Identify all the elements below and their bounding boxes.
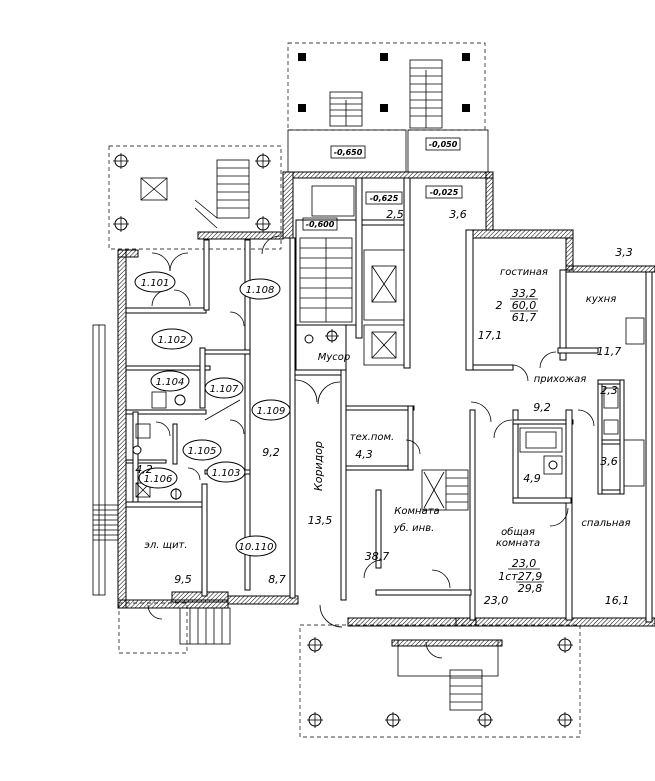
hallway-label: прихожая — [534, 374, 587, 385]
top-pillars — [298, 53, 470, 112]
door-swings — [147, 235, 595, 659]
area-8-7: 8,7 — [268, 573, 286, 586]
level-mark-4: -0,025 — [430, 188, 459, 197]
room-tag-1101 — [134, 271, 176, 293]
top-entrance-platform — [287, 42, 486, 131]
bottom-porch-stairs — [179, 607, 499, 711]
room-tag-1105 — [182, 439, 222, 461]
top-steps-left — [329, 91, 363, 127]
apt1-living-area: 23,0 — [512, 557, 537, 570]
interior-walls-left — [125, 237, 296, 599]
area-38-7: 38,7 — [365, 550, 390, 563]
tech-room-label: тех.пом. — [350, 432, 394, 443]
area-4-2: 4,2 — [135, 463, 153, 476]
area-2-5: 2,5 — [386, 208, 404, 221]
top-steps-right — [409, 59, 443, 129]
level-mark-2: -0,050 — [429, 140, 458, 149]
level-mark-1: -0,650 — [334, 148, 363, 157]
area-23-0: 23,0 — [484, 594, 509, 607]
left-entrance-stair — [140, 159, 250, 229]
left-balcony — [92, 324, 118, 596]
room-1109-label: 1.109 — [257, 406, 286, 417]
area-16-1: 16,1 — [605, 594, 630, 607]
apt2-rooms: 2 — [496, 299, 503, 312]
left-entrance-platform — [108, 145, 282, 250]
diagonal-partition — [204, 399, 241, 421]
room-1106-label: 1.106 — [144, 474, 173, 485]
room-tag-1109 — [251, 399, 291, 421]
garbage-room — [295, 324, 347, 371]
area-11-7: 11,7 — [597, 345, 622, 358]
room-label-line1: Комната — [394, 506, 439, 517]
room-tag-1107 — [204, 377, 244, 399]
garbage-label: Мусор — [318, 352, 351, 363]
room-1104-label: 1.104 — [156, 377, 185, 388]
common-room-line2: комната — [496, 538, 540, 549]
area-2-3: 2,3 — [600, 384, 618, 397]
room-tag-1104 — [150, 370, 190, 392]
room-1108-label: 1.108 — [246, 285, 275, 296]
level-mark-3: -0,625 — [370, 194, 399, 203]
room-label-line2: уб. инв. — [393, 522, 435, 534]
room-tag-1103 — [206, 461, 246, 483]
area-3-6-top: 3,6 — [449, 208, 467, 221]
area-3-6-bath: 3,6 — [600, 455, 618, 468]
right-apartment-walls — [472, 269, 653, 623]
inner-stair — [421, 469, 469, 511]
area-9-2-left: 9,2 — [262, 446, 280, 459]
kitchen-label: кухня — [586, 294, 616, 305]
room-tag-1106 — [138, 467, 178, 489]
corridor-label: Коридор — [312, 441, 325, 491]
axis-markers-left — [113, 153, 271, 232]
apt1-full-area: 29,8 — [518, 582, 543, 595]
room-1105-label: 1.105 — [188, 446, 217, 457]
apt2-living-area: 33,2 — [512, 287, 537, 300]
room-tag-1108 — [239, 278, 281, 300]
room-1107-label: 1.107 — [210, 384, 239, 395]
top-vestibule-right — [407, 129, 489, 173]
area-9-5: 9,5 — [174, 573, 192, 586]
level-mark-5: -0,600 — [306, 220, 335, 229]
room-10110-label: 10.110 — [239, 542, 274, 553]
room-tags — [134, 271, 291, 557]
corridor-walls — [294, 229, 476, 621]
room-tag-10110 — [235, 535, 277, 557]
stair-core — [295, 177, 463, 369]
area-4-3: 4,3 — [355, 448, 373, 461]
area-4-9: 4,9 — [523, 472, 541, 485]
common-room-line1: общая — [501, 526, 535, 538]
area-13-5: 13,5 — [308, 514, 333, 527]
living-room-label: гостиная — [500, 267, 548, 278]
apt2-full-area: 61,7 — [512, 311, 537, 324]
level-box-1 — [330, 145, 366, 159]
area-3-3: 3,3 — [615, 246, 633, 259]
area-9-2-right: 9,2 — [533, 401, 551, 414]
room-1102-label: 1.102 — [158, 335, 187, 346]
elec-room-label: эл. щит. — [144, 540, 187, 551]
room-tag-1102 — [151, 328, 193, 350]
bottom-left-porch — [118, 602, 188, 654]
room-1103-label: 1.103 — [212, 468, 241, 479]
left-fixtures — [132, 391, 186, 500]
outer-walls — [117, 171, 655, 647]
apt1-total-area: 27,9 — [518, 570, 543, 583]
apt1-rooms: 1ст — [498, 570, 518, 583]
level-box-2 — [425, 137, 461, 151]
area-17-1: 17,1 — [478, 329, 503, 342]
room-1101-label: 1.101 — [141, 278, 170, 289]
apt2-total-area: 60,0 — [512, 299, 537, 312]
bedroom-label: спальная — [581, 518, 630, 529]
axis-markers-bottom — [307, 637, 573, 728]
